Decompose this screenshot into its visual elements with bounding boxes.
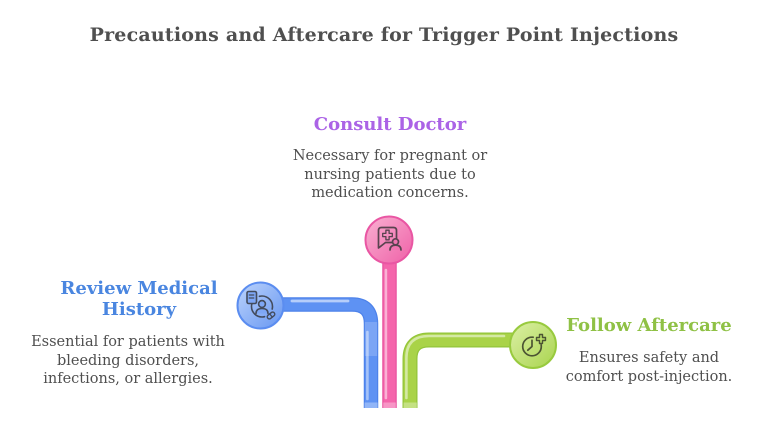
review-medical-history-node (236, 281, 285, 330)
branch-description-consult-doctor: Necessary for pregnant or nursing patien… (292, 148, 488, 201)
clock-plus-icon (521, 333, 547, 357)
follow-aftercare-node (509, 321, 557, 369)
branch-title-consult-doctor: Consult Doctor (313, 114, 467, 135)
branch-title-follow-aftercare: Follow Aftercare (566, 315, 732, 336)
branch-description-review-medical-history: Essential for patients with bleeding dis… (31, 334, 225, 387)
consult-doctor-pipe (382, 242, 397, 408)
medical-record-review-icon (246, 290, 276, 320)
doctor-chat-plus-icon (377, 226, 402, 251)
consult-doctor-node (364, 215, 414, 265)
follow-aftercare-pipe (402, 332, 530, 408)
page-title: Precautions and Aftercare for Trigger Po… (89, 24, 679, 46)
branch-description-follow-aftercare: Ensures safety and comfort post-injectio… (565, 350, 733, 385)
review-medical-history-pipe (262, 297, 379, 408)
branch-title-review-medical-history: Review Medical History (60, 278, 218, 320)
